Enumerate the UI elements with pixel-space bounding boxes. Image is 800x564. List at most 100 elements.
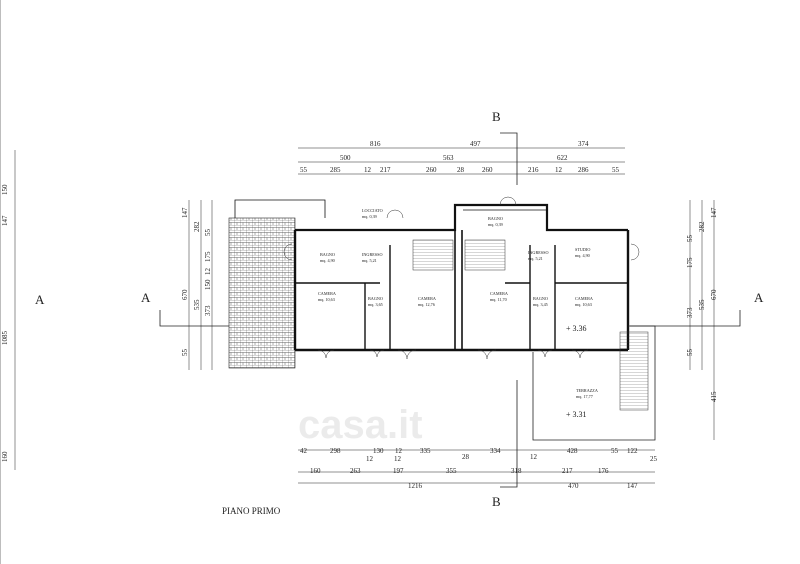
top-dim-3-3: 12	[364, 166, 372, 174]
room-name-ingresso-left: INGRESSO	[362, 252, 382, 257]
left-dim-inner-2: 535	[193, 299, 201, 310]
right-dim-inner-4: 55	[686, 349, 694, 357]
door-swings	[283, 196, 640, 360]
terrace-outline	[532, 325, 656, 441]
right-dim-outer-3: 415	[710, 391, 718, 402]
bottom-dim-1-4: 12	[395, 447, 403, 455]
level-upper: + 3.36	[566, 324, 587, 333]
bottom-dim-2-7: 176	[598, 467, 609, 475]
room-area-bagno-1: mq. 4,90	[320, 258, 335, 264]
room-area-camera-2: mq. 12,76	[418, 302, 435, 308]
left-dim-outer-1: 147	[181, 207, 189, 218]
bottom-dim-1-6: 28	[462, 453, 470, 461]
far-left-dim-3: 1085	[1, 331, 9, 346]
bottom-dimension-lines	[298, 449, 655, 484]
far-left-dim-2: 147	[1, 215, 9, 226]
bottom-dim-3-2: 470	[568, 482, 579, 490]
bottom-dim-2-4: 355	[446, 467, 457, 475]
top-dim-1-1: 816	[370, 140, 381, 148]
bottom-dim-1b-2: 12	[394, 455, 402, 463]
left-dimension-lines	[188, 200, 213, 370]
room-name-camera-1: CAMERA	[318, 291, 336, 296]
room-name-studio: STUDIO	[575, 247, 590, 252]
room-area-locciato: mq. 0,39	[362, 214, 377, 220]
roof-tiles-left	[228, 217, 296, 369]
bottom-dim-2-1: 160	[310, 467, 321, 475]
section-line-b	[500, 132, 518, 488]
top-dim-3-6: 28	[457, 166, 465, 174]
staircase-left	[412, 239, 454, 271]
bottom-dim-2-3: 197	[393, 467, 404, 475]
right-dim-inner-1: 55	[686, 235, 694, 243]
top-dim-3-11: 55	[612, 166, 620, 174]
left-dim-stack-2: 175	[204, 251, 212, 262]
room-name-camera-4: CAMERA	[575, 296, 593, 301]
room-area-camera-4: mq. 10,63	[575, 302, 592, 308]
right-dim-inner-2: 175	[686, 257, 694, 268]
left-dim-stack-4: 150	[204, 279, 212, 290]
section-mark-b-bottom: B	[492, 494, 501, 509]
right-dim-outer-2: 670	[710, 289, 718, 300]
top-dim-2-1: 500	[340, 154, 351, 162]
top-dim-3-8: 216	[528, 166, 539, 174]
room-area-camera-3: mq. 11,70	[490, 297, 507, 303]
room-area-bagno-3: mq. 3,45	[533, 302, 548, 308]
bottom-dim-3-3: 147	[627, 482, 638, 490]
room-name-locciato: LOCCIATO	[362, 208, 383, 213]
drawing-title: PIANO PRIMO	[222, 506, 281, 516]
room-name-bagno-1: BAGNO	[320, 252, 335, 257]
right-dim-middle-1: 282	[698, 221, 706, 232]
top-dim-3-2: 285	[330, 166, 341, 174]
top-dim-1-3: 374	[578, 140, 589, 148]
top-dimension-lines	[298, 147, 625, 175]
room-area-bagno-2: mq. 3,65	[368, 302, 383, 308]
top-dim-3-5: 260	[426, 166, 437, 174]
room-area-terrazza: mq. 17,77	[576, 394, 593, 400]
room-name-ingresso-right: INGRESSO	[528, 250, 548, 255]
section-mark-a-far-left: A	[35, 292, 45, 307]
bottom-dim-1-2: 298	[330, 447, 341, 455]
top-dim-3-1: 55	[300, 166, 308, 174]
far-left-dim-1: 150	[1, 184, 9, 195]
room-area-studio: mq. 4,90	[575, 253, 590, 259]
far-left-dim-4: 160	[1, 451, 9, 462]
room-name-terrazza: TERRAZZA	[576, 388, 598, 393]
level-lower: + 3.31	[566, 410, 587, 419]
left-dim-stack-1: 55	[204, 229, 212, 237]
bottom-dim-1-12: 25	[650, 455, 658, 463]
room-name-bagno-3: BAGNO	[533, 296, 548, 301]
right-dim-inner-3: 373	[686, 307, 694, 318]
top-dim-3-10: 286	[578, 166, 589, 174]
bottom-dim-2-2: 263	[350, 467, 361, 475]
bottom-dim-1b-1: 12	[366, 455, 374, 463]
left-dim-inner-1: 282	[193, 221, 201, 232]
section-mark-a-left: A	[141, 290, 151, 305]
bottom-dim-2-5: 318	[511, 467, 522, 475]
room-area-ingresso-left: mq. 5,21	[362, 258, 377, 264]
top-dim-3-4: 217	[380, 166, 391, 174]
watermark: casa.it	[298, 403, 423, 447]
right-dimension-lines	[689, 200, 715, 440]
left-dim-outer-3: 55	[181, 349, 189, 357]
room-area-bagno-4: mq. 0,39	[488, 222, 503, 228]
bottom-dim-1-11: 122	[627, 447, 638, 455]
room-name-camera-3: CAMERA	[490, 291, 508, 296]
room-name-bagno-4: BAGNO	[488, 216, 503, 221]
room-name-bagno-2: BAGNO	[368, 296, 383, 301]
bottom-dim-1-1: 42	[300, 447, 308, 455]
top-dim-1-2: 497	[470, 140, 481, 148]
top-dim-3-9: 12	[555, 166, 563, 174]
room-area-ingresso-right: mq. 5,21	[528, 256, 543, 262]
room-area-camera-1: mq. 10,63	[318, 297, 335, 303]
building-walls	[234, 199, 630, 352]
bottom-dim-3-1: 1216	[408, 482, 423, 490]
left-dim-inner-3: 373	[204, 305, 212, 316]
left-dim-stack-3: 12	[204, 268, 212, 276]
section-mark-b-top: B	[492, 109, 501, 124]
top-dim-2-2: 563	[443, 154, 454, 162]
terrace-stairs	[619, 331, 649, 411]
bottom-dim-1-7: 334	[490, 447, 501, 455]
section-line-a	[159, 310, 741, 327]
right-dim-outer-1: 147	[710, 207, 718, 218]
right-dim-middle-2: 535	[698, 299, 706, 310]
